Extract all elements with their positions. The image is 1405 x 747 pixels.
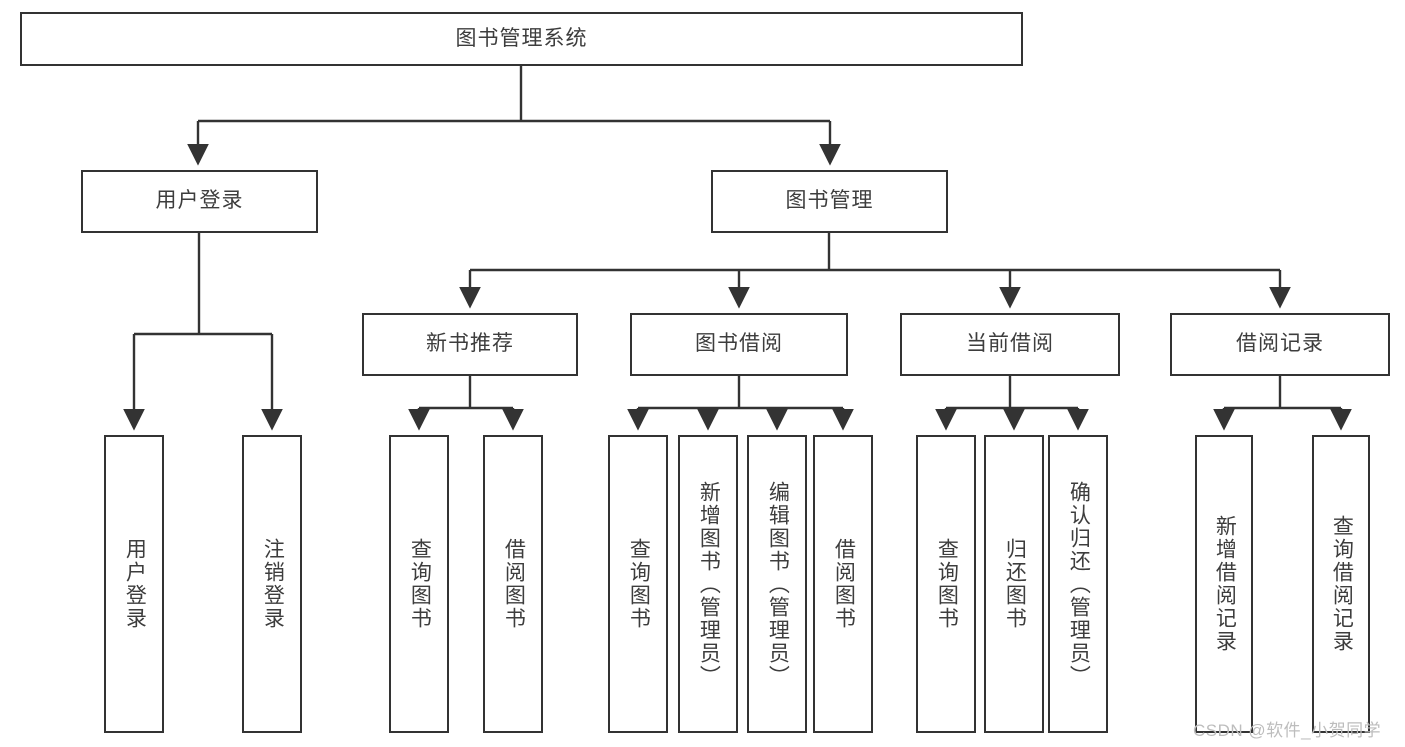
node-leaf-query-book-1-label: 查询图书 [408,538,432,630]
watermark: CSDN @软件_小贺同学 [1193,721,1382,740]
node-current-borrow[interactable]: 当前借阅 [900,313,1120,376]
edge-group-newbook [408,376,524,431]
node-leaf-query-record-label: 查询借阅记录 [1330,515,1354,653]
node-user-login[interactable]: 用户登录 [81,170,318,233]
node-leaf-query-book-2-label: 查询图书 [627,538,651,630]
node-leaf-edit-book[interactable]: 编辑图书（管理员） [747,435,807,733]
edge-group-records [1213,376,1352,431]
node-leaf-borrow-book-1[interactable]: 借阅图书 [483,435,543,733]
edge-group-root [187,66,841,166]
node-book-management-label: 图书管理 [785,189,874,213]
node-book-management[interactable]: 图书管理 [711,170,948,233]
node-leaf-add-record-label: 新增借阅记录 [1213,515,1237,653]
node-root[interactable]: 图书管理系统 [20,12,1023,66]
node-leaf-logout[interactable]: 注销登录 [242,435,302,733]
node-leaf-add-record[interactable]: 新增借阅记录 [1195,435,1253,733]
node-user-login-label: 用户登录 [155,189,244,213]
node-leaf-return-book-label: 归还图书 [1003,538,1027,630]
node-book-borrow-label: 图书借阅 [695,332,783,356]
node-current-borrow-label: 当前借阅 [966,332,1054,356]
node-leaf-edit-book-label: 编辑图书（管理员） [766,480,790,688]
node-leaf-borrow-book-2[interactable]: 借阅图书 [813,435,873,733]
edge-group-bookmgmt [459,233,1291,309]
node-leaf-query-book-1[interactable]: 查询图书 [389,435,449,733]
node-leaf-add-book-label: 新增图书（管理员） [697,480,721,688]
node-leaf-user-login[interactable]: 用户登录 [104,435,164,733]
node-leaf-borrow-book-1-label: 借阅图书 [502,538,526,630]
node-new-book-recommend[interactable]: 新书推荐 [362,313,578,376]
node-leaf-confirm-return-label: 确认归还（管理员） [1067,480,1091,688]
edge-group-borrow [627,376,854,431]
node-leaf-query-book-3-label: 查询图书 [935,538,959,630]
node-leaf-query-book-2[interactable]: 查询图书 [608,435,668,733]
node-leaf-query-record[interactable]: 查询借阅记录 [1312,435,1370,733]
node-borrow-records-label: 借阅记录 [1236,332,1324,356]
node-book-borrow[interactable]: 图书借阅 [630,313,848,376]
node-root-label: 图书管理系统 [455,26,588,50]
node-borrow-records[interactable]: 借阅记录 [1170,313,1390,376]
node-leaf-return-book[interactable]: 归还图书 [984,435,1044,733]
node-leaf-logout-label: 注销登录 [261,538,285,630]
node-leaf-user-login-label: 用户登录 [123,538,147,630]
edge-group-login [123,233,283,431]
node-leaf-add-book[interactable]: 新增图书（管理员） [678,435,738,733]
node-leaf-confirm-return[interactable]: 确认归还（管理员） [1048,435,1108,733]
node-leaf-query-book-3[interactable]: 查询图书 [916,435,976,733]
edge-group-current [935,376,1089,431]
node-new-book-recommend-label: 新书推荐 [426,332,514,356]
node-leaf-borrow-book-2-label: 借阅图书 [832,538,856,630]
